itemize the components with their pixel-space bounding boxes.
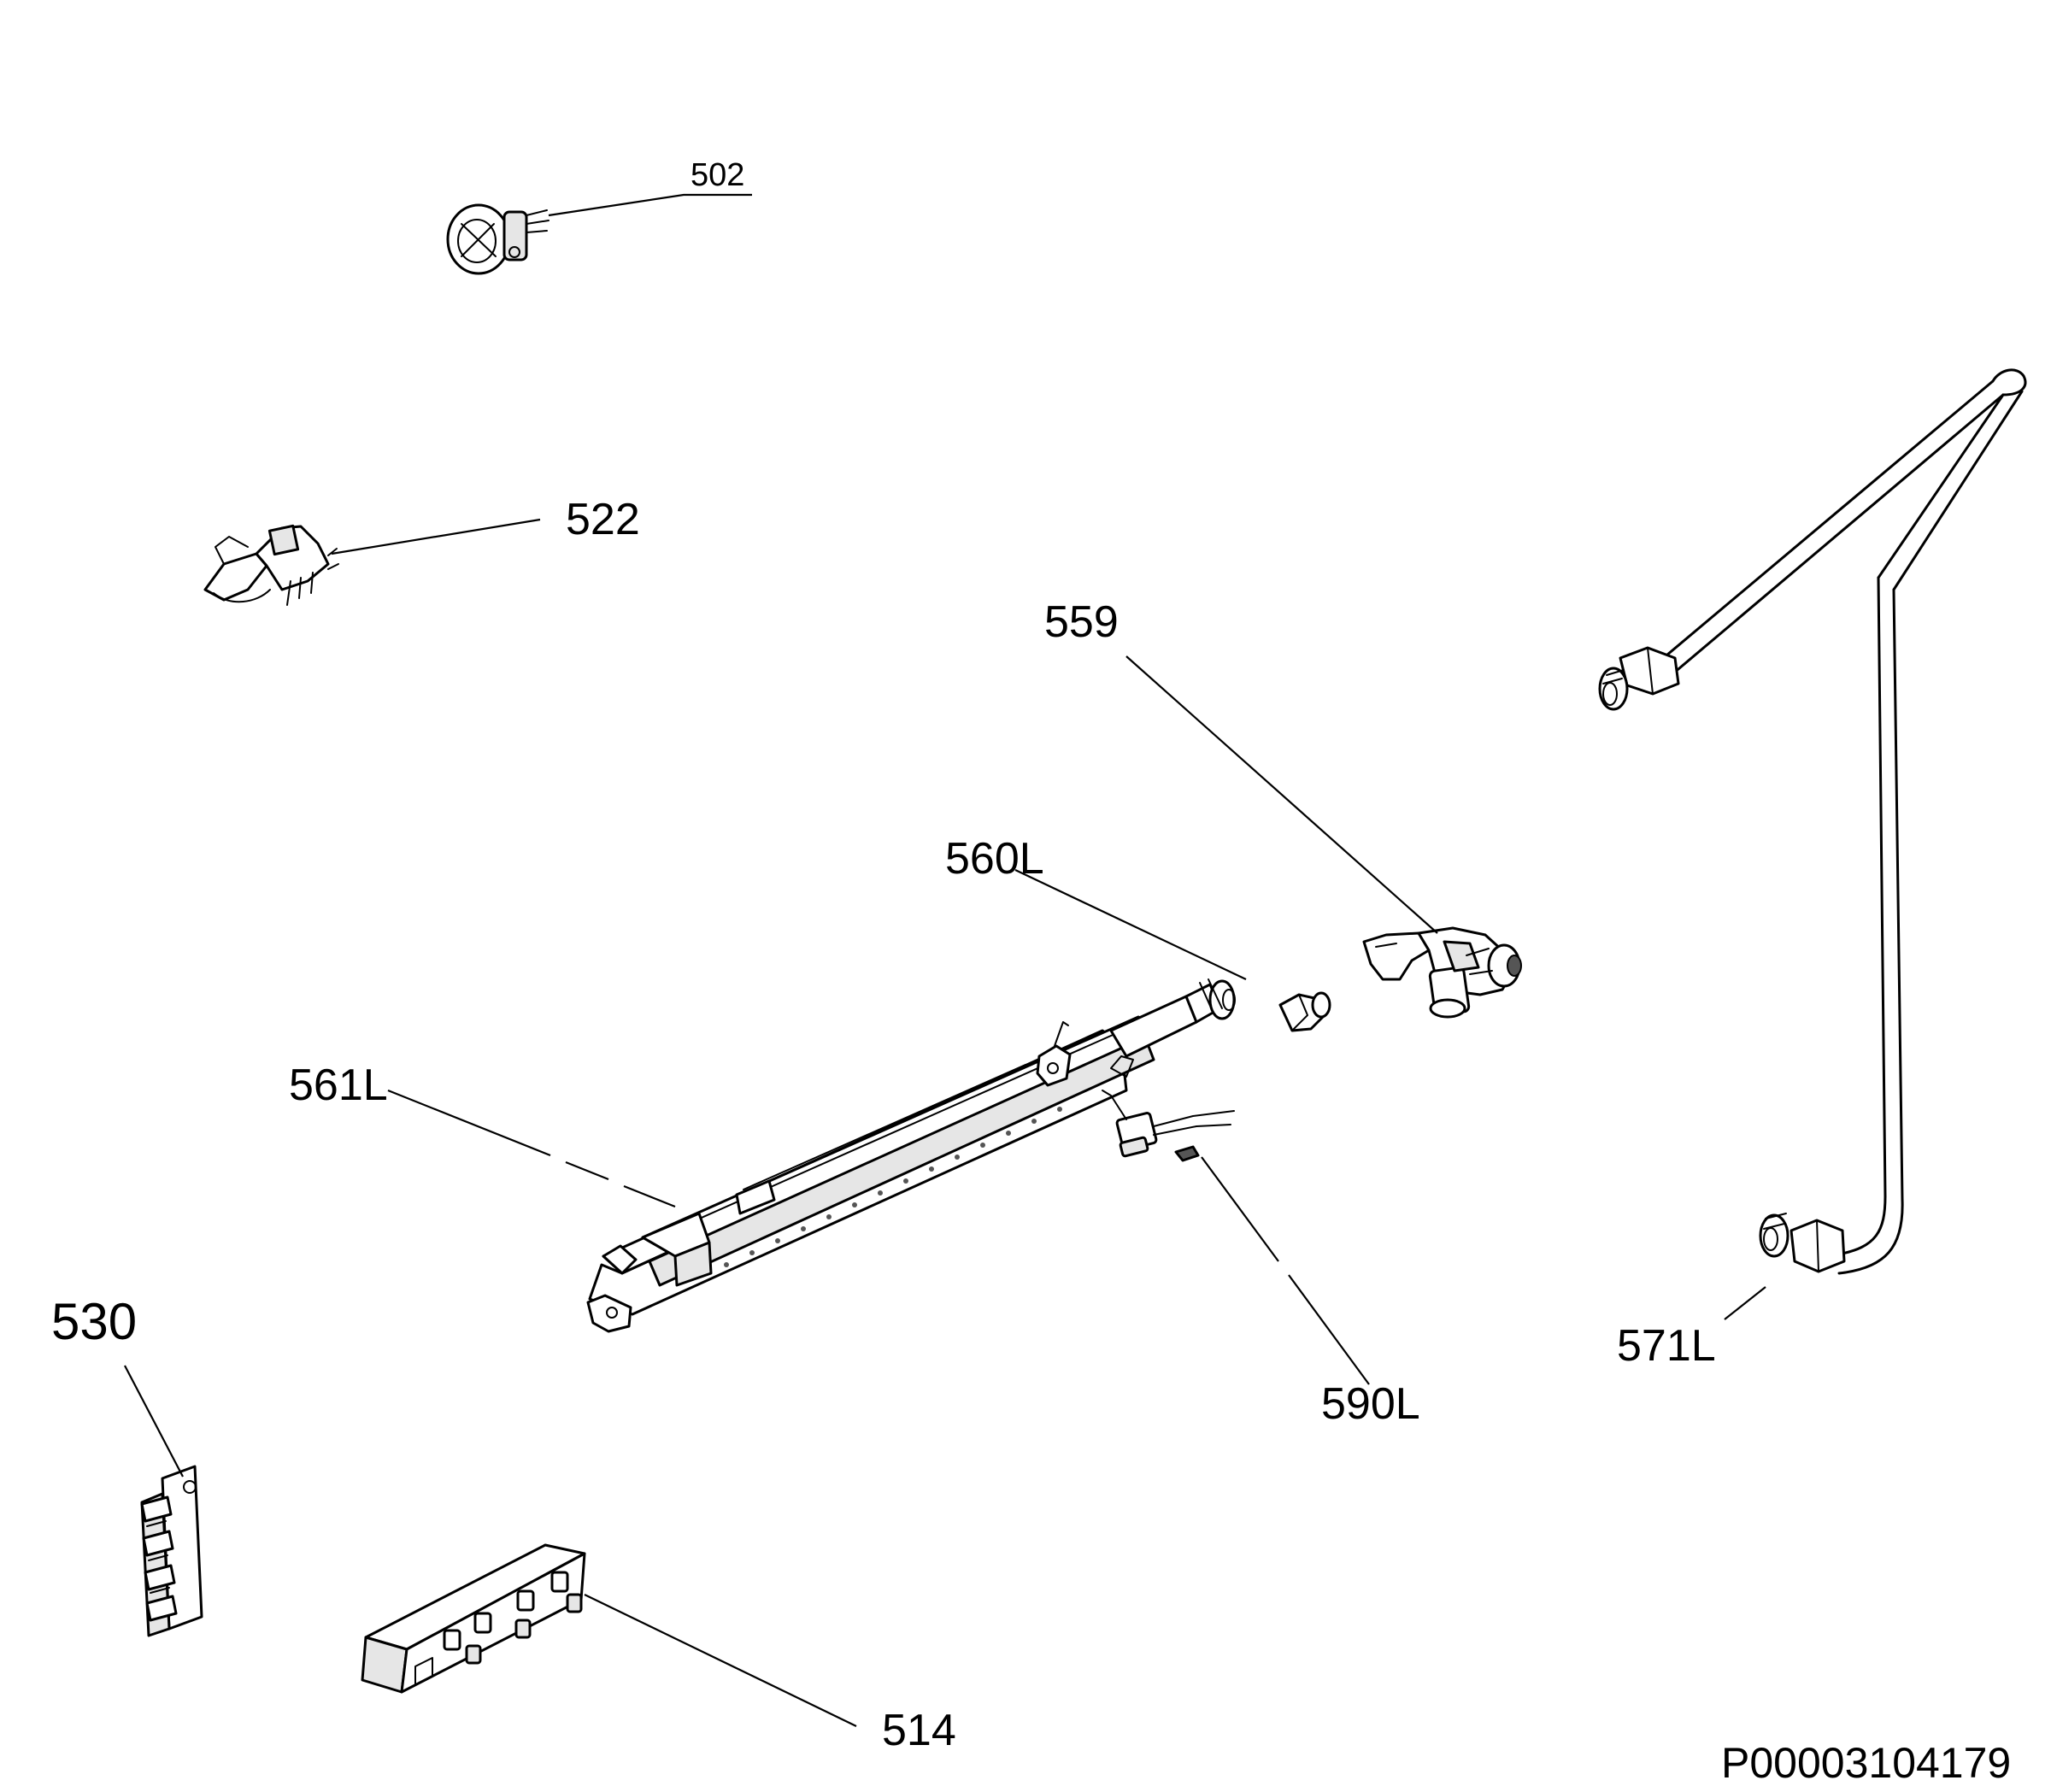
part-560L-injector[interactable] [1278,991,1331,1032]
label-559[interactable]: 559 [1044,597,1119,647]
leader-561L [387,1089,676,1208]
part-559-valve[interactable] [1362,926,1522,1019]
leader-559 [1125,655,1438,934]
label-514[interactable]: 514 [882,1706,956,1755]
part-522-bracket[interactable] [203,524,339,606]
generator-terminals [443,1571,583,1665]
leader-514 [584,1594,857,1727]
leader-560L [1014,869,1247,980]
part-530-terminal-block[interactable] [140,1465,203,1637]
leader-502 [548,193,752,217]
label-560L[interactable]: 560L [945,834,1044,884]
burner-ports [724,1107,1062,1267]
label-502[interactable]: 502 [691,157,744,193]
part-514-spark-generator[interactable] [361,1543,586,1694]
leader-571L [1724,1286,1766,1320]
part-561L-burner[interactable] [586,978,1236,1333]
leader-522 [331,518,541,555]
label-571L[interactable]: 571L [1617,1321,1716,1371]
leader-590L [1201,1156,1370,1385]
part-502-knob[interactable] [446,203,549,275]
label-522[interactable]: 522 [566,495,640,544]
part-571L-gas-pipe[interactable] [1598,368,2027,1275]
leader-530 [124,1365,184,1478]
label-561L[interactable]: 561L [289,1061,388,1110]
label-530[interactable]: 530 [51,1293,137,1350]
part-590L-electrode[interactable] [1102,1090,1235,1162]
drawing-id: P00003104179 [1721,1739,2011,1787]
label-590L[interactable]: 590L [1321,1379,1420,1429]
